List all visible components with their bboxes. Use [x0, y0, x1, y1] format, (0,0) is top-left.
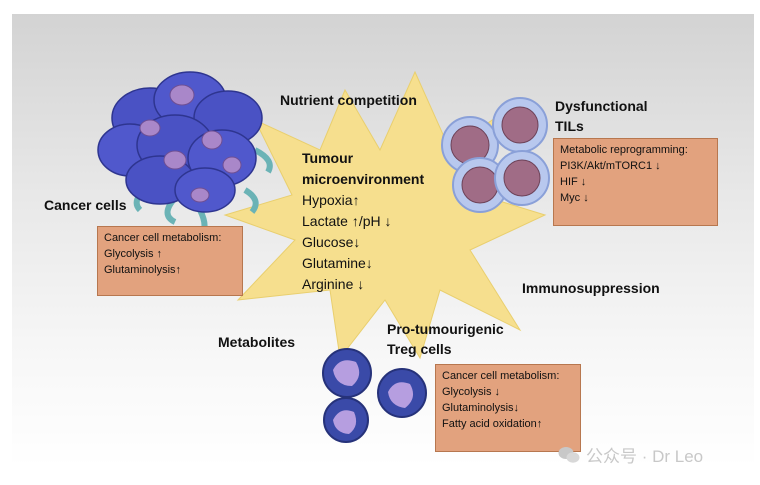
treg-metabolism-box: Cancer cell metabolism: Glycolysis ↓ Glu…: [435, 364, 581, 452]
box-item: Fatty acid oxidation↑: [442, 418, 543, 430]
watermark: 公众号 · Dr Leo: [558, 442, 703, 467]
box-title: Cancer cell metabolism:: [442, 370, 560, 382]
dysfunctional-tils-label-line2: TILs: [555, 118, 584, 134]
nutrient-competition-label: Nutrient competition: [280, 92, 417, 108]
cancer-metabolism-box: Cancer cell metabolism: Glycolysis ↑ Glu…: [97, 226, 243, 296]
microenvironment-item: Arginine ↓: [302, 276, 365, 292]
watermark-text: 公众号 · Dr Leo: [586, 447, 704, 466]
treg-cells-cluster: [322, 348, 427, 443]
cancer-cells-label: Cancer cells: [44, 197, 127, 213]
box-item: Glycolysis ↓: [442, 386, 501, 398]
til-cells-cluster: [441, 97, 550, 213]
cancer-cells-cluster: [97, 71, 273, 241]
microenvironment-item: Glucose↓: [302, 234, 361, 250]
box-item: PI3K/Akt/mTORC1 ↓: [560, 160, 661, 172]
til-metabolism-box: Metabolic reprogramming: PI3K/Akt/mTORC1…: [553, 138, 718, 226]
metabolites-label: Metabolites: [218, 334, 296, 350]
box-item: Glutaminolysis↑: [104, 264, 182, 276]
wechat-icon: [558, 446, 580, 463]
microenvironment-item: Hypoxia↑: [302, 192, 360, 208]
box-title: Cancer cell metabolism:: [104, 232, 222, 244]
treg-label-line1: Pro-tumourigenic: [387, 321, 504, 337]
dysfunctional-tils-label-line1: Dysfunctional: [555, 98, 648, 114]
microenvironment-item: Lactate ↑/pH ↓: [302, 213, 392, 229]
microenvironment-item: Glutamine↓: [302, 255, 373, 271]
box-title: Metabolic reprogramming:: [560, 144, 688, 156]
treg-label-line2: Treg cells: [387, 341, 452, 357]
immunosuppression-label: Immunosuppression: [522, 280, 660, 296]
box-item: Myc ↓: [560, 192, 589, 204]
microenvironment-text: Tumour microenvironment Hypoxia↑ Lactate…: [302, 148, 424, 295]
box-item: Glutaminolysis↓: [442, 402, 520, 414]
microenvironment-title-line1: Tumour: [302, 150, 354, 166]
box-item: HIF ↓: [560, 176, 587, 188]
microenvironment-title-line2: microenvironment: [302, 171, 425, 187]
box-item: Glycolysis ↑: [104, 248, 163, 260]
